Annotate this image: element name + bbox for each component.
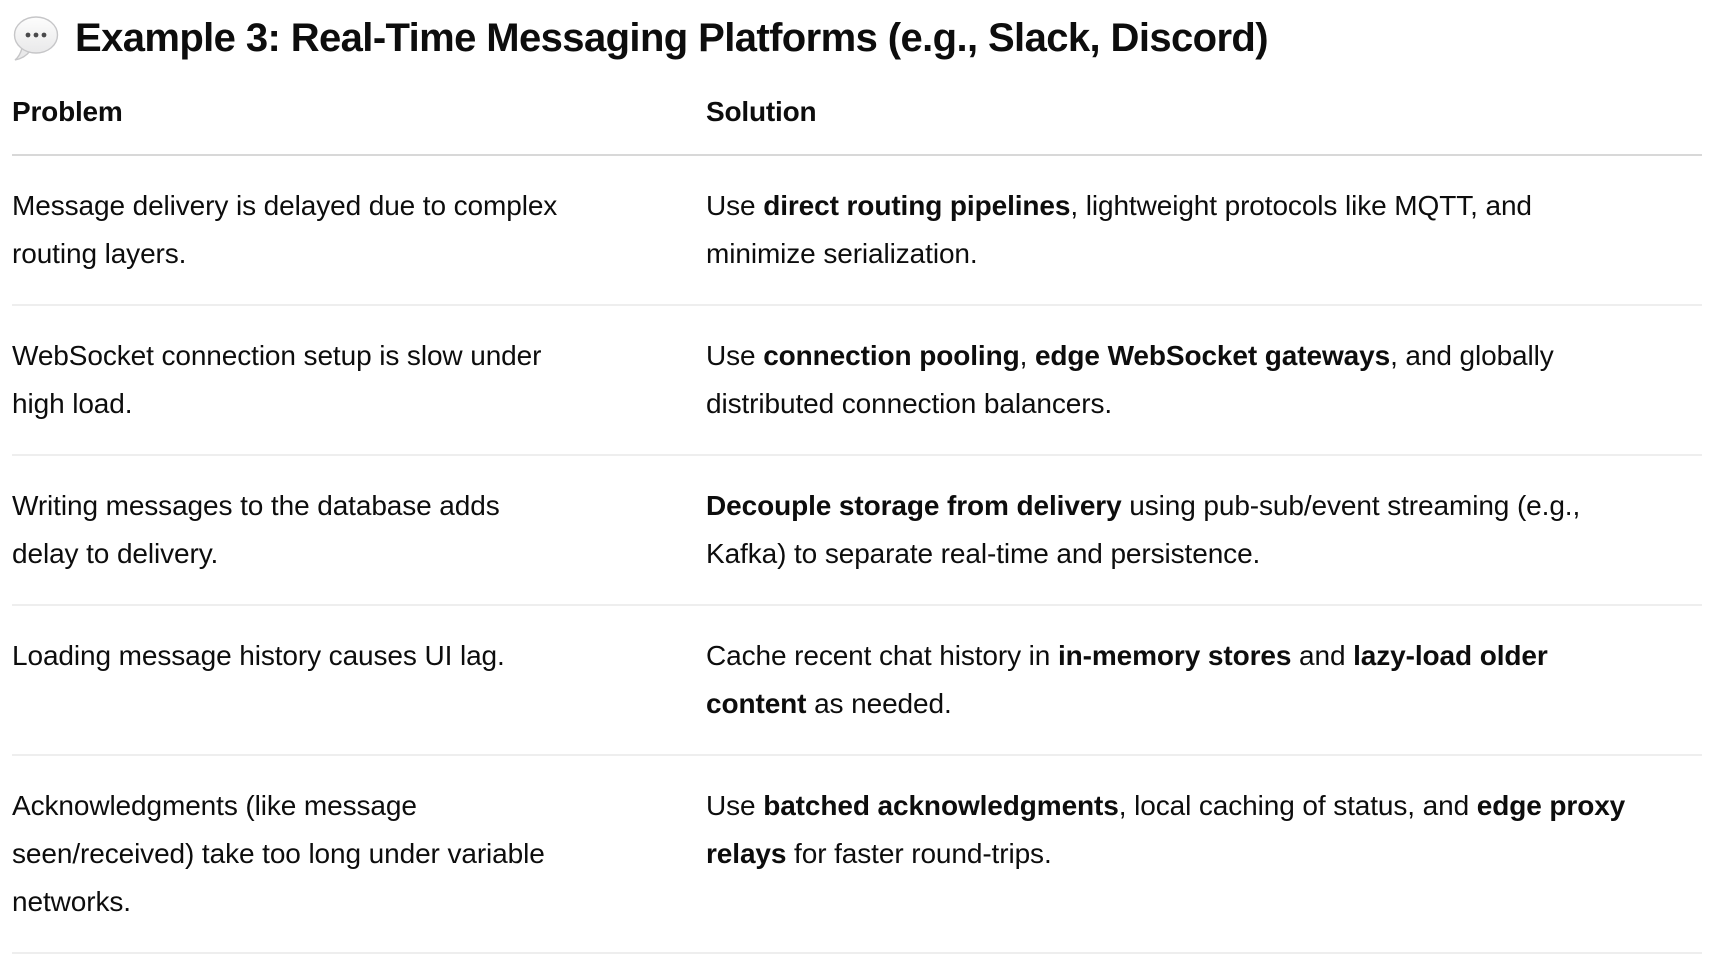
text-segment: Use [706,340,764,371]
bold-text-segment: Decouple storage from delivery [706,490,1122,521]
column-header-problem: Problem [12,82,706,156]
solution-cell: Use direct routing pipelines, lightweigh… [706,155,1702,306]
text-segment: , lightweight protocols like MQTT, and m… [706,190,1532,269]
table-row: Message delivery is delayed due to compl… [12,155,1702,306]
bold-text-segment: in-memory stores [1057,640,1292,671]
text-segment: , and globally distributed connection ba… [706,340,1554,419]
text-segment: Message delivery is delayed due to compl… [12,190,558,269]
problem-solution-table: Problem Solution Message delivery is del… [12,82,1702,954]
column-header-solution: Solution [706,82,1702,156]
text-segment: for faster round-trips. [786,838,1052,869]
text-segment: Cache recent chat history in [706,640,1058,671]
problem-cell: Message delivery is delayed due to compl… [12,155,706,306]
bold-text-segment: edge proxy relays [706,790,1626,869]
text-segment: , [1019,340,1035,371]
problem-cell: Writing messages to the database adds de… [12,455,706,606]
solution-cell: Cache recent chat history in in-memory s… [706,605,1702,756]
bold-text-segment: edge WebSocket gateways [1034,340,1391,371]
table-header-row: Problem Solution [12,82,1702,156]
text-segment: WebSocket connection setup is slow under… [12,340,542,419]
bold-text-segment: direct routing pipelines [763,190,1071,221]
table-row: Writing messages to the database adds de… [12,455,1702,606]
speech-balloon-icon [12,14,60,62]
bold-text-segment: connection pooling [763,340,1020,371]
problem-cell: Loading message history causes UI lag. [12,605,706,756]
solution-cell: Use batched acknowledgments, local cachi… [706,755,1702,954]
table-row: Loading message history causes UI lag. Ca… [12,605,1702,756]
table-row: WebSocket connection setup is slow under… [12,305,1702,456]
text-segment: Loading message history causes UI lag. [12,640,505,671]
text-segment: Acknowledgments (like message seen/recei… [12,790,545,917]
text-segment: Use [706,790,764,821]
text-segment: using pub-sub/event streaming (e.g., Kaf… [706,490,1581,569]
solution-cell: Use connection pooling, edge WebSocket g… [706,305,1702,456]
text-segment: Writing messages to the database adds de… [12,490,500,569]
text-segment: , local caching of status, and [1118,790,1477,821]
text-segment: as needed. [806,688,952,719]
page-title: Example 3: Real-Time Messaging Platforms… [12,10,1702,66]
bold-text-segment: lazy-load older content [706,640,1548,719]
problem-cell: WebSocket connection setup is slow under… [12,305,706,456]
table-row: Acknowledgments (like message seen/recei… [12,755,1702,954]
solution-cell: Decouple storage from delivery using pub… [706,455,1702,606]
bold-text-segment: batched acknowledgments [763,790,1119,821]
table-body: Message delivery is delayed due to compl… [12,155,1702,954]
text-segment: and [1291,640,1354,671]
page-title-text: Example 3: Real-Time Messaging Platforms… [75,16,1269,60]
problem-cell: Acknowledgments (like message seen/recei… [12,755,706,954]
text-segment: Use [706,190,764,221]
